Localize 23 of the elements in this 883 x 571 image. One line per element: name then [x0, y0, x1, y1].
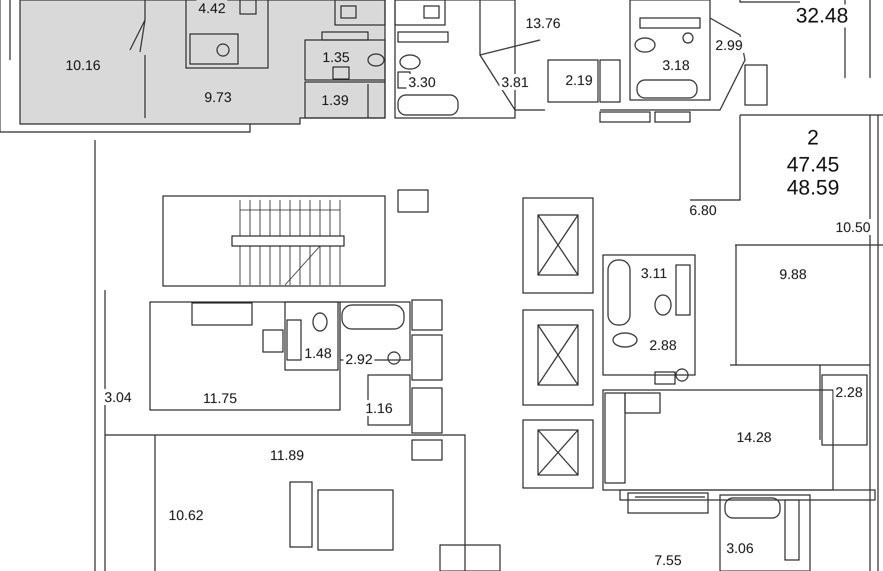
- room-area-label: 2.19: [563, 72, 595, 88]
- room-area-label: 3.06: [724, 540, 756, 556]
- room-area-label: 2.99: [713, 37, 745, 53]
- room-area-label: 1.39: [319, 92, 351, 108]
- room-area-label: 4.42: [196, 0, 228, 16]
- room-area-label: 3.81: [499, 74, 531, 90]
- room-area-label: 2.92: [343, 351, 375, 367]
- room-area-label: 2.28: [833, 384, 865, 400]
- room-area-label: 32.48: [794, 4, 850, 28]
- room-area-label: 6.80: [687, 202, 719, 218]
- room-area-label: 2.88: [647, 337, 679, 353]
- room-area-label: 1.48: [302, 345, 334, 361]
- room-area-label: 1.16: [363, 400, 395, 416]
- room-area-label: 11.89: [268, 447, 306, 463]
- room-area-label: 7.55: [652, 552, 684, 568]
- room-area-label: 1.35: [320, 49, 352, 65]
- room-area-label: 11.75: [201, 390, 239, 406]
- room-area-label: 3.18: [660, 57, 692, 73]
- room-area-label: 9.88: [777, 266, 809, 282]
- room-area-label: 3.30: [406, 74, 438, 90]
- room-area-label: 3.04: [102, 389, 134, 405]
- room-area-label: 9.73: [202, 89, 234, 105]
- room-area-label: 3.11: [638, 265, 670, 281]
